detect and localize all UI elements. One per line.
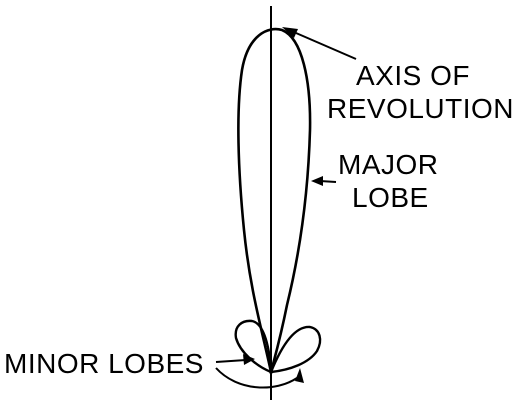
minor-lobe-right bbox=[269, 325, 322, 374]
major-lobe-label-line2: LOBE bbox=[352, 182, 429, 213]
axis-label-line1: AXIS OF bbox=[356, 60, 470, 91]
minor-lobes-label: MINOR LOBES bbox=[4, 348, 204, 379]
axis-leader-line bbox=[295, 32, 357, 60]
minor-lobe-right-leader-curve bbox=[215, 367, 298, 389]
major-lobe-arrowhead bbox=[311, 176, 323, 186]
axis-arrowhead bbox=[282, 27, 298, 38]
minor-lobe-left-leader-line bbox=[215, 359, 247, 363]
minor-lobe-right-arrowhead bbox=[295, 368, 304, 383]
minor-lobe-left-arrowhead bbox=[243, 354, 255, 365]
major-lobe bbox=[237, 27, 312, 373]
major-lobe-label-line1: MAJOR bbox=[338, 149, 439, 180]
axis-label-line2: REVOLUTION bbox=[327, 93, 514, 124]
